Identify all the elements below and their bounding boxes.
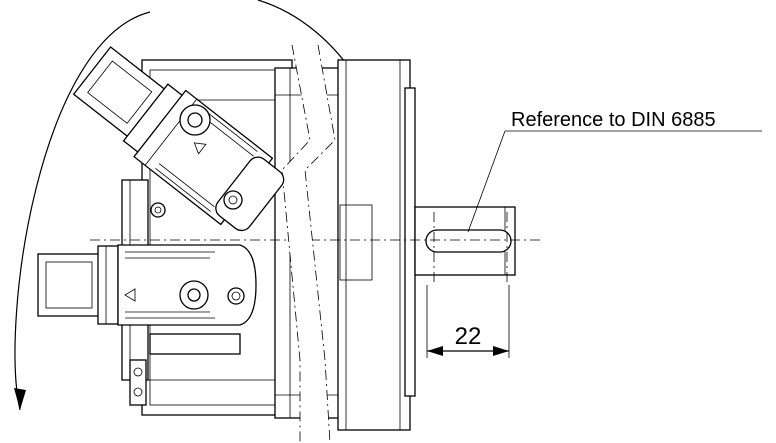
- dimension-value: 22: [455, 323, 482, 350]
- dimension-22: [426, 285, 510, 358]
- break-lines: [281, 44, 336, 443]
- reference-label: Reference to DIN 6885: [511, 109, 716, 131]
- reference-leader: [467, 130, 762, 233]
- angled-connector: [72, 46, 285, 232]
- motor-shaft: [414, 206, 516, 285]
- horizontal-connector: [37, 244, 257, 355]
